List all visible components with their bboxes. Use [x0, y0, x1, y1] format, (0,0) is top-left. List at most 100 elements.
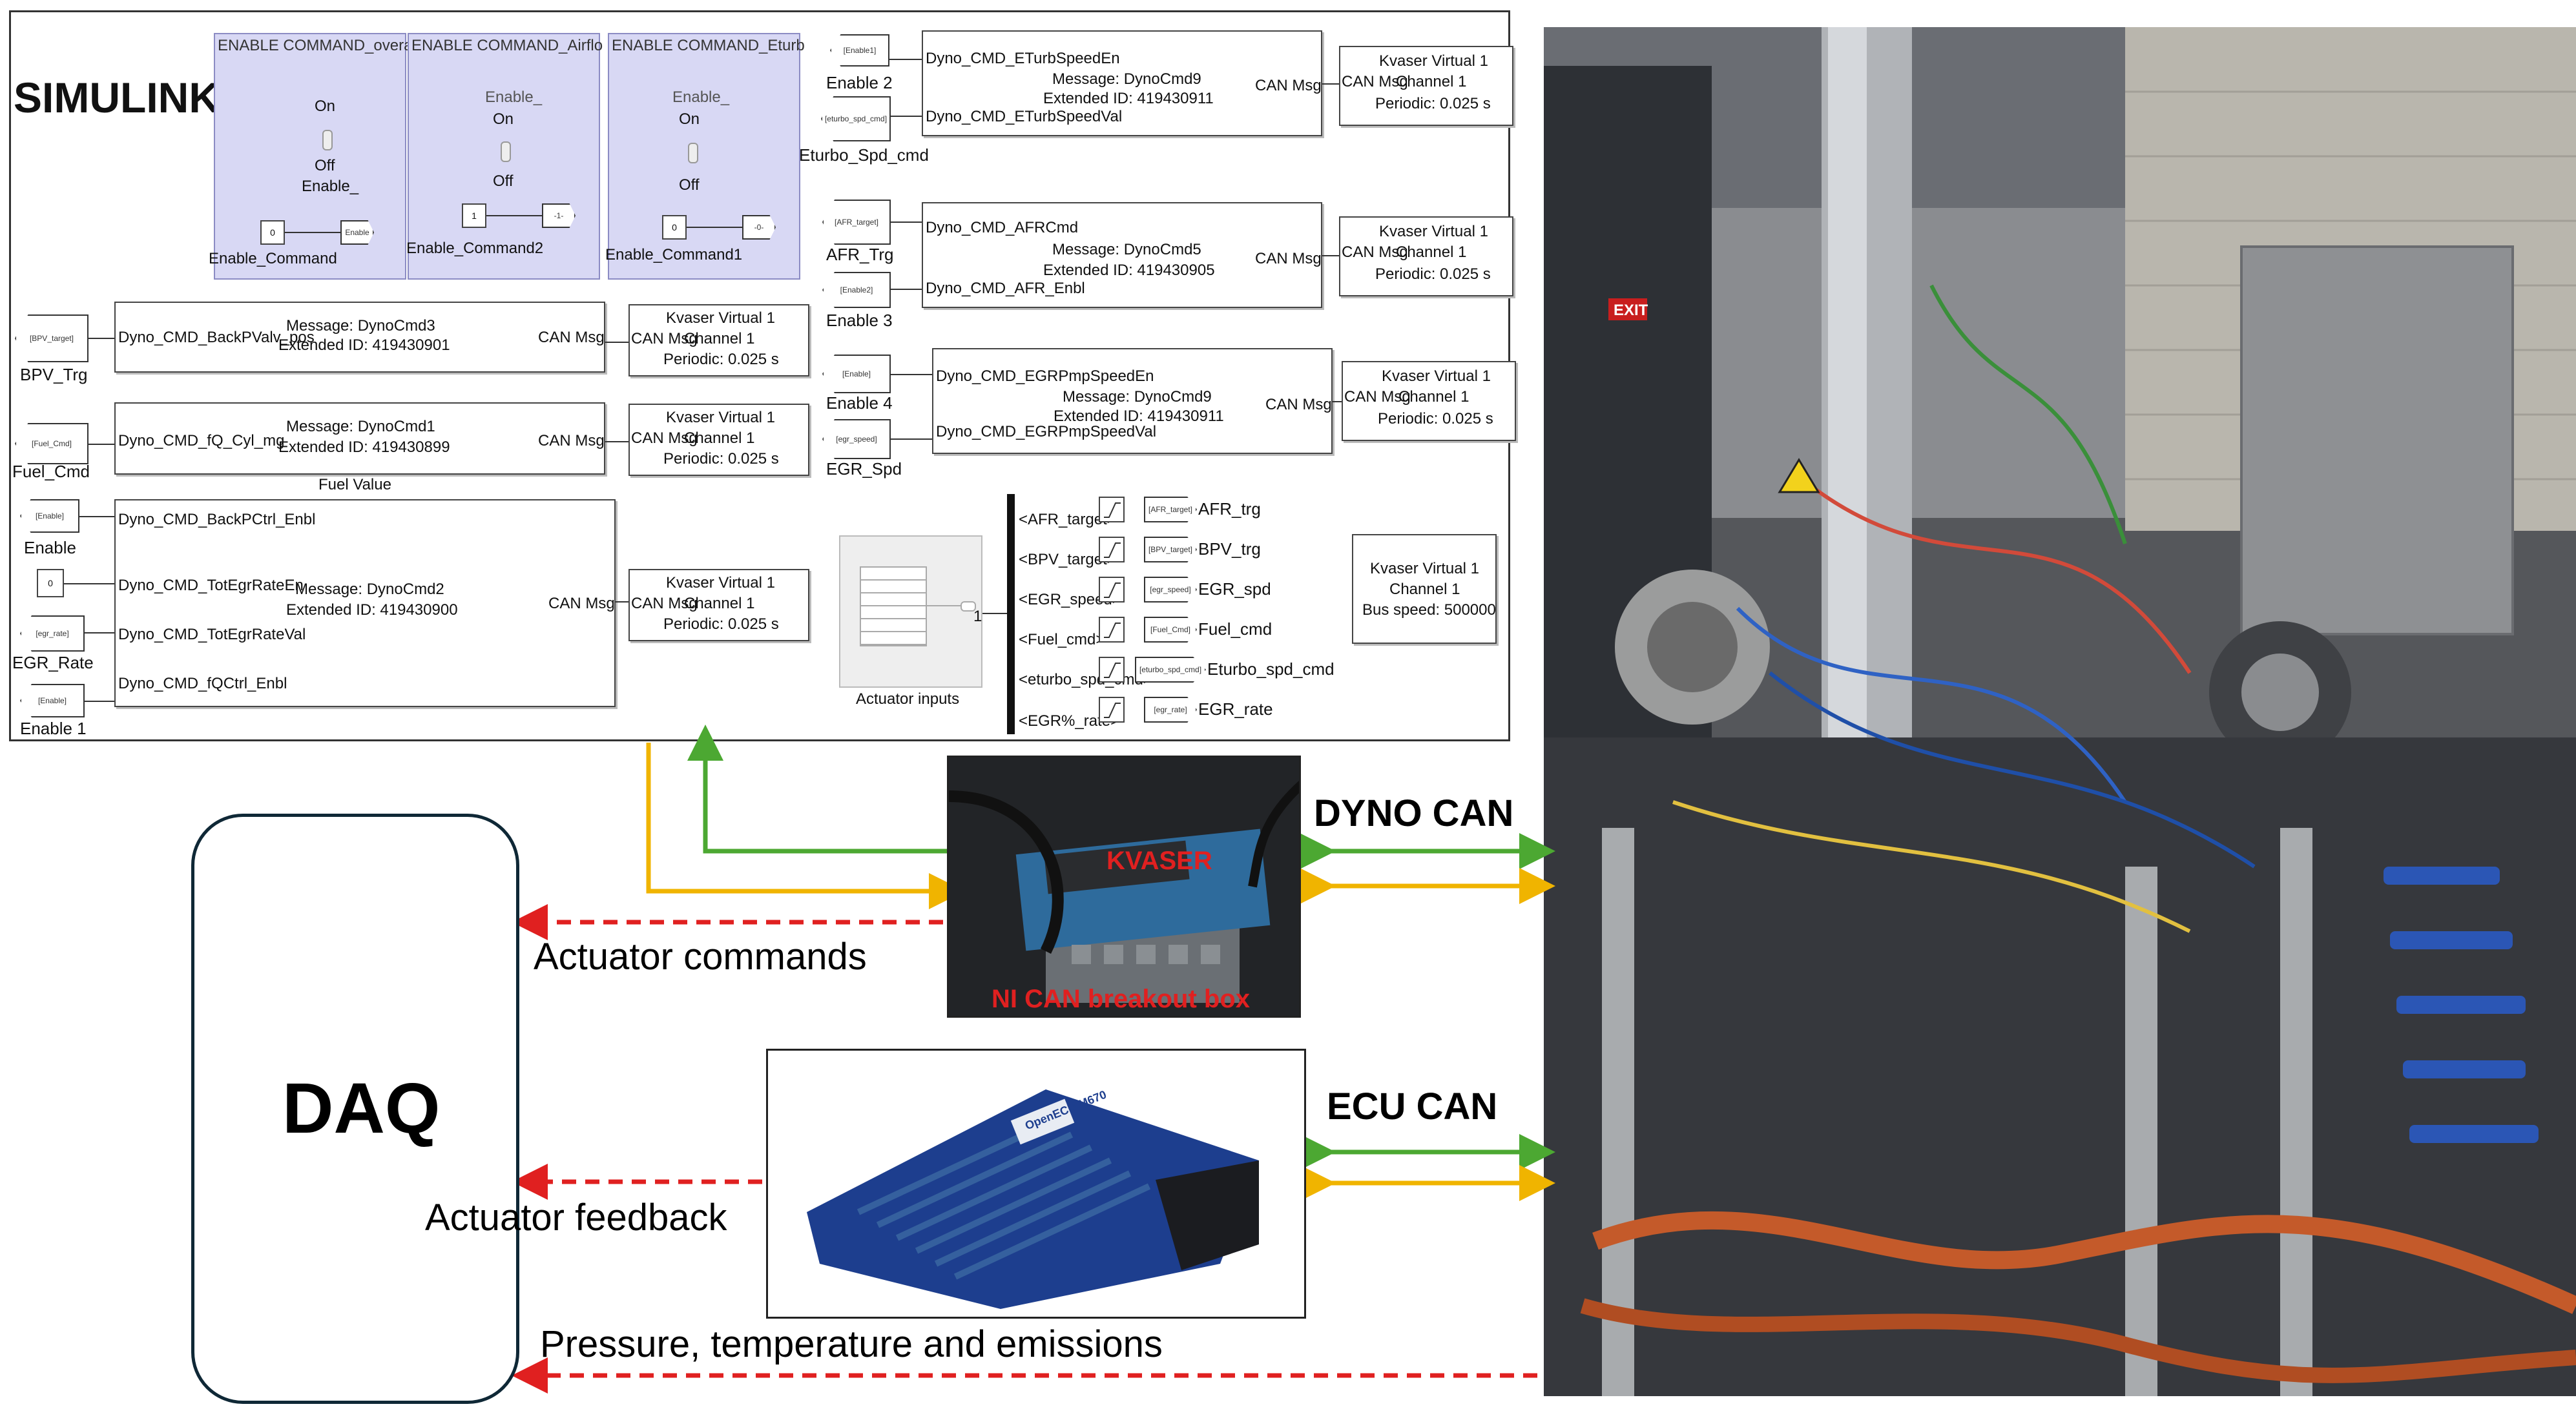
- outport-icon: [961, 601, 976, 612]
- from-tag-enable[interactable]: [Enable]: [822, 355, 891, 393]
- enable-mid-label: Enable_: [672, 88, 730, 106]
- can-pack-block-dynocmd9-eturb[interactable]: Dyno_CMD_ETurbSpeedEn Dyno_CMD_ETurbSpee…: [922, 30, 1322, 136]
- enable-command-block-1[interactable]: ENABLE COMMAND_overa On Off Enable_ 0 En…: [209, 33, 412, 280]
- bus-selector[interactable]: [1007, 494, 1015, 734]
- ecu-photo: OpenECU M670: [766, 1049, 1306, 1319]
- kvaser-config-block[interactable]: Kvaser Virtual 1 Channel 1 Bus speed: 50…: [1352, 534, 1497, 644]
- goto-tag[interactable]: -1-: [542, 203, 576, 228]
- constant-block[interactable]: 0: [260, 220, 285, 245]
- enable3-label: Enable 3: [826, 311, 893, 330]
- kvaser-line2: Channel 1: [684, 330, 755, 347]
- exit-sign: EXIT: [1614, 302, 1648, 319]
- enable4-label: Enable 4: [826, 393, 893, 413]
- kvaser-line3: Periodic: 0.025 s: [1375, 95, 1491, 112]
- constant-block[interactable]: 1: [462, 203, 486, 228]
- can-msg-port: CAN Msg: [1265, 396, 1332, 413]
- goto-tag[interactable]: [egr_speed]: [1144, 577, 1197, 603]
- can-pack-block-dynocmd5[interactable]: Dyno_CMD_AFRCmd Dyno_CMD_AFR_Enbl Messag…: [922, 202, 1322, 308]
- rate-limiter-icon[interactable]: [1099, 497, 1125, 522]
- goto-tag[interactable]: [egr_rate]: [1144, 697, 1197, 723]
- kvaser-line2: Channel 1: [684, 595, 755, 612]
- signal-port: Dyno_CMD_EGRPmpSpeedEn: [936, 367, 1154, 385]
- enable-command-block-2[interactable]: ENABLE COMMAND_Airflo Enable_ On Off 1 -…: [406, 33, 603, 280]
- goto-label: AFR_trg: [1198, 499, 1261, 519]
- extended-id: Extended ID: 419430901: [278, 336, 450, 354]
- from-tag-afr[interactable]: [AFR_target]: [822, 200, 891, 245]
- daq-label: DAQ: [282, 1069, 441, 1148]
- enable-command-name: Enable_Command1: [605, 246, 743, 263]
- daq-block[interactable]: DAQ: [191, 814, 519, 1404]
- extended-id: Extended ID: 419430911: [1043, 90, 1214, 107]
- kvaser-line2: Channel 1: [684, 429, 755, 447]
- kvaser-transmit-block[interactable]: Kvaser Virtual 1 CAN Msg Channel 1 Perio…: [1339, 46, 1513, 126]
- enable-header: ENABLE COMMAND_Eturb: [612, 37, 805, 54]
- toggle-switch-icon[interactable]: [688, 143, 698, 163]
- constant-zero-block[interactable]: 0: [37, 569, 64, 597]
- rate-limiter-icon[interactable]: [1099, 697, 1125, 723]
- signal-port: Dyno_CMD_TotEgrRateEn: [118, 577, 304, 594]
- eturbo-spd-cmd-label: Eturbo_Spd_cmd: [799, 145, 929, 165]
- from-tag-enable1[interactable]: [Enable]: [20, 684, 85, 717]
- kvaser-line1: Kvaser Virtual 1: [1379, 52, 1488, 70]
- constant-value: 0: [270, 227, 275, 238]
- egr-rate-label: EGR_Rate: [12, 653, 94, 672]
- goto-tag[interactable]: [eturbo_spd_cmd]: [1135, 657, 1206, 683]
- toggle-switch-icon[interactable]: [501, 141, 511, 162]
- kvaser-line3: Periodic: 0.025 s: [663, 450, 779, 468]
- from-tag-egr[interactable]: [egr_rate]: [20, 615, 85, 652]
- extended-id: Extended ID: 419430899: [278, 438, 450, 456]
- actuator-commands-label: Actuator commands: [534, 936, 867, 978]
- ecu-can-label: ECU CAN: [1327, 1086, 1498, 1128]
- goto-tag[interactable]: [BPV_target]: [1144, 537, 1197, 562]
- goto-tag[interactable]: -0-: [742, 215, 776, 240]
- kvaser-transmit-block[interactable]: Kvaser Virtual 1 CAN Msg Channel 1 Perio…: [1342, 361, 1516, 441]
- toggle-on-label: On: [679, 110, 700, 128]
- signal-port: Dyno_CMD_BackPCtrl_Enbl: [118, 511, 316, 528]
- extended-id: Extended ID: 419430900: [286, 601, 458, 619]
- from-tag-enable2[interactable]: [Enable2]: [822, 272, 891, 308]
- enable-label: Enable: [24, 538, 76, 557]
- from-tag-bpv[interactable]: [BPV_target]: [15, 314, 88, 362]
- rate-limiter-icon[interactable]: [1099, 617, 1125, 643]
- kvaser-line1: Kvaser Virtual 1: [666, 309, 775, 327]
- from-tag-fuel[interactable]: [Fuel_Cmd]: [15, 423, 88, 464]
- from-tag-egr-speed[interactable]: [egr_speed]: [822, 419, 891, 459]
- yellow-arrow: [646, 743, 965, 909]
- goto-tag[interactable]: Enable: [340, 220, 374, 245]
- message-name: Message: DynoCmd1: [286, 418, 435, 435]
- toggle-switch-icon[interactable]: [322, 130, 333, 150]
- kvaser-in: CAN Msg: [1342, 73, 1408, 90]
- enable-mid-label: Enable_: [485, 88, 543, 106]
- can-pack-block-dynocmd2[interactable]: Dyno_CMD_BackPCtrl_Enbl Dyno_CMD_TotEgrR…: [114, 499, 616, 707]
- kvaser-line3: Periodic: 0.025 s: [663, 351, 779, 368]
- kvaser-transmit-block[interactable]: Kvaser Virtual 1 CAN Msg Channel 1 Perio…: [628, 404, 809, 476]
- can-pack-block-dynocmd3[interactable]: Dyno_CMD_BackPValv_pos Message: DynoCmd3…: [114, 302, 605, 373]
- from-tag-enable1[interactable]: [Enable1]: [830, 34, 889, 67]
- from-tag-eturbo[interactable]: [eturbo_spd_cmd]: [821, 96, 891, 141]
- kvaser-in: CAN Msg: [631, 595, 698, 612]
- kvaser-transmit-block[interactable]: Kvaser Virtual 1 CAN Msg Channel 1 Perio…: [628, 569, 809, 641]
- rate-limiter-icon[interactable]: [1099, 577, 1125, 603]
- engine-test-cell-photo: EXIT: [1544, 27, 2576, 1396]
- green-arrow: [687, 725, 947, 854]
- goto-label: Eturbo_spd_cmd: [1207, 659, 1335, 679]
- message-name: Message: DynoCmd5: [1052, 241, 1201, 258]
- config-line3: Bus speed: 500000: [1362, 601, 1496, 619]
- rate-limiter-icon[interactable]: [1099, 657, 1125, 683]
- can-pack-block-dynocmd1[interactable]: Dyno_CMD_fQ_Cyl_mg Message: DynoCmd1 Ext…: [114, 402, 605, 475]
- goto-tag[interactable]: [AFR_target]: [1144, 497, 1197, 522]
- kvaser-in: CAN Msg: [1342, 243, 1408, 261]
- from-tag-enable[interactable]: [Enable]: [20, 499, 79, 533]
- constant-value: 1: [472, 211, 477, 221]
- constant-block[interactable]: 0: [662, 215, 687, 240]
- kvaser-transmit-block[interactable]: Kvaser Virtual 1 CAN Msg Channel 1 Perio…: [628, 304, 809, 376]
- bpv-trg-label: BPV_Trg: [20, 365, 88, 384]
- kvaser-transmit-block[interactable]: Kvaser Virtual 1 CAN Msg Channel 1 Perio…: [1339, 216, 1513, 296]
- goto-tag[interactable]: [Fuel_Cmd]: [1144, 617, 1197, 643]
- enable-command-block-3[interactable]: ENABLE COMMAND_Eturb Enable_ On Off 0 -0…: [605, 33, 805, 280]
- actuator-inputs-block[interactable]: [839, 535, 982, 688]
- goto-label: Fuel_cmd: [1198, 619, 1272, 639]
- can-pack-block-dynocmd9-egr[interactable]: Dyno_CMD_EGRPmpSpeedEn Dyno_CMD_EGRPmpSp…: [932, 348, 1333, 454]
- rate-limiter-icon[interactable]: [1099, 537, 1125, 562]
- toggle-on-label: On: [493, 110, 514, 128]
